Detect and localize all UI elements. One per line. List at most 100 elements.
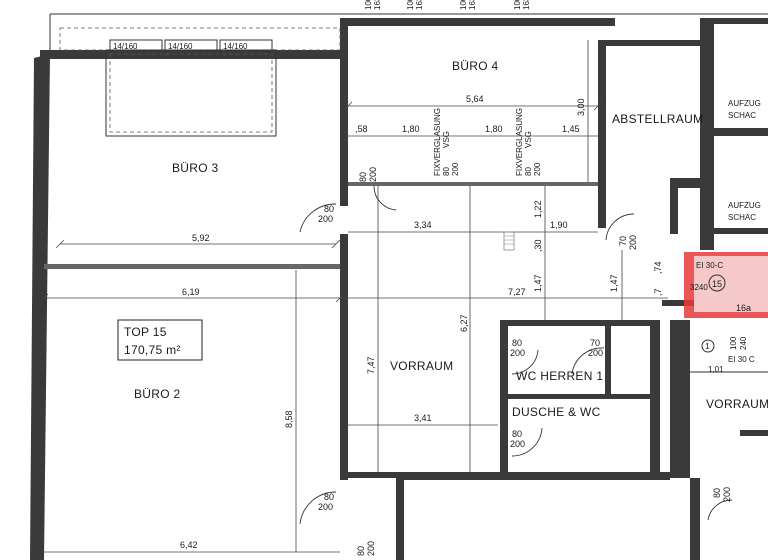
fixed-glazing-labels: FIXVERGLASUNG 80 VSG 200 FIXVERGLASUNG 8… <box>433 108 542 176</box>
door-abst-w: 70 <box>618 236 628 246</box>
door-b3-w: 80 <box>324 204 334 214</box>
wall-b4-bottom <box>348 182 598 186</box>
dim-30: ,30 <box>533 239 543 252</box>
dim-7: ,7 <box>653 288 663 296</box>
unit-label-box: TOP 15 170,75 m² <box>117 319 203 361</box>
window-label-2: 14/160 <box>168 42 193 51</box>
window-label-1: 14/160 <box>113 42 138 51</box>
dim-592: 5,92 <box>192 233 210 243</box>
stair-ei30: EI 30 C <box>728 355 755 364</box>
door-wc2-w: 70 <box>590 338 600 348</box>
glazing-1-height: 200 <box>451 162 460 176</box>
wall-wc-left <box>500 320 508 480</box>
top-dim-1: 100 <box>364 0 373 10</box>
door-b4a-w: 80 <box>358 172 368 182</box>
dim-101: 1,01 <box>708 365 724 374</box>
stair-num-16: 16a <box>736 303 751 313</box>
glazing-2-title: FIXVERGLASUNG <box>515 108 524 176</box>
room-schacht-1: SCHAC <box>728 111 756 120</box>
dim-642: 6,42 <box>180 540 198 550</box>
window-label-3: 14/160 <box>223 42 248 51</box>
window-bay: 14/160 14/160 14/160 <box>59 27 341 137</box>
dimension-labels: 5,64 ,58 1,80 1,80 1,45 3,00 5,92 6,19 3… <box>180 94 724 550</box>
top-dim-7: 100 <box>513 0 522 10</box>
wall-core-right <box>740 430 768 436</box>
door-abst-h: 200 <box>628 235 638 250</box>
wall-shaft-top <box>714 18 768 24</box>
room-aufzug-1: AUFZUG <box>728 99 761 108</box>
dimension-lines <box>39 40 668 553</box>
door-dusche-w: 80 <box>512 429 522 439</box>
door-wc2-h: 200 <box>588 348 603 358</box>
door-wc-h: 200 <box>510 348 525 358</box>
wall-abst-left <box>598 40 606 228</box>
wall-shaft-mid <box>714 128 768 136</box>
wall-wc-inner <box>605 320 611 394</box>
wall-shaft-bottom <box>714 228 768 234</box>
stair-marker-15 <box>708 274 726 292</box>
room-buero2: BÜRO 2 <box>134 387 181 401</box>
door-arcs <box>299 185 733 525</box>
wall-wc-divider <box>508 394 658 399</box>
dim-564: 5,64 <box>466 94 484 104</box>
wall-core-lower <box>690 478 700 560</box>
glazing-1-title: FIXVERGLASUNG <box>433 108 442 176</box>
wall-b3-b2 <box>44 264 340 269</box>
wall-wc-right <box>650 320 660 480</box>
glazing-2-vsg: VSG <box>524 131 533 148</box>
room-schacht-2: SCHAC <box>728 213 756 222</box>
top-dim-2: 163 <box>373 0 382 10</box>
room-wc-herren: WC HERREN 1 <box>516 369 603 383</box>
dim-300: 3,00 <box>576 98 586 116</box>
door-right-w: 80 <box>712 488 722 498</box>
stair-circle-1: 1 <box>705 342 710 351</box>
dim-147a: 1,47 <box>533 274 543 292</box>
room-abstellraum: ABSTELLRAUM <box>612 112 703 126</box>
walls <box>30 18 768 560</box>
room-buero3: BÜRO 3 <box>172 161 219 175</box>
room-labels: BÜRO 4 BÜRO 3 BÜRO 2 ABSTELLRAUM VORRAUM… <box>134 59 768 419</box>
top-dim-5: 100 <box>459 0 468 10</box>
stair-v3240: 3240 <box>690 283 708 292</box>
door-dusche-h: 200 <box>510 439 525 449</box>
door-wc-w: 80 <box>512 338 522 348</box>
dim-58: ,58 <box>355 124 368 134</box>
wall-lower-top <box>400 472 670 480</box>
stair-v100: 100 <box>729 336 738 350</box>
wall-top-buero3 <box>40 50 348 59</box>
hatch-mark <box>503 231 515 251</box>
door-labels: 80 200 80 200 80 200 70 200 80 200 70 20… <box>318 167 748 556</box>
top-dim-4: 163 <box>415 0 424 10</box>
top-dimension-strip: 100 163 100 163 100 163 100 163 <box>49 0 768 56</box>
wall-abst-top <box>606 40 706 46</box>
room-vorraum: VORRAUM <box>390 359 453 373</box>
wall-abst-stub <box>670 178 678 234</box>
dim-145: 1,45 <box>562 124 580 134</box>
wall-wc-top <box>500 320 660 326</box>
glazing-2-width: 80 <box>524 167 533 176</box>
dim-190: 1,90 <box>550 220 568 230</box>
top-dim-6: 163 <box>468 0 477 10</box>
glazing-2-height: 200 <box>533 162 542 176</box>
stair-area: 15 16a EI 30-C 3240 1 EI 30 C <box>684 252 768 373</box>
door-right-h: 200 <box>722 487 732 502</box>
wall-b3-b4 <box>340 58 348 206</box>
top-dim-8: 163 <box>522 0 531 10</box>
dim-341: 3,41 <box>414 413 432 423</box>
room-vorraum-right: VORRAUM <box>706 397 768 411</box>
dim-727: 7,27 <box>508 287 526 297</box>
stair-num-15: 15 <box>712 279 722 289</box>
wall-abst-bottom <box>670 178 704 188</box>
dim-619: 6,19 <box>182 287 200 297</box>
wall-vorraum-left <box>340 234 348 480</box>
door-bottom-w: 80 <box>356 546 366 556</box>
unit-number: TOP 15 <box>124 325 167 339</box>
door-b3-h: 200 <box>318 214 333 224</box>
wall-lower-step <box>396 472 404 560</box>
dim-180a: 1,80 <box>402 124 420 134</box>
room-buero4: BÜRO 4 <box>452 59 499 73</box>
door-bottom-h: 200 <box>366 541 376 556</box>
door-b2-h: 200 <box>318 502 333 512</box>
room-dusche-wc: DUSCHE & WC <box>512 405 601 419</box>
